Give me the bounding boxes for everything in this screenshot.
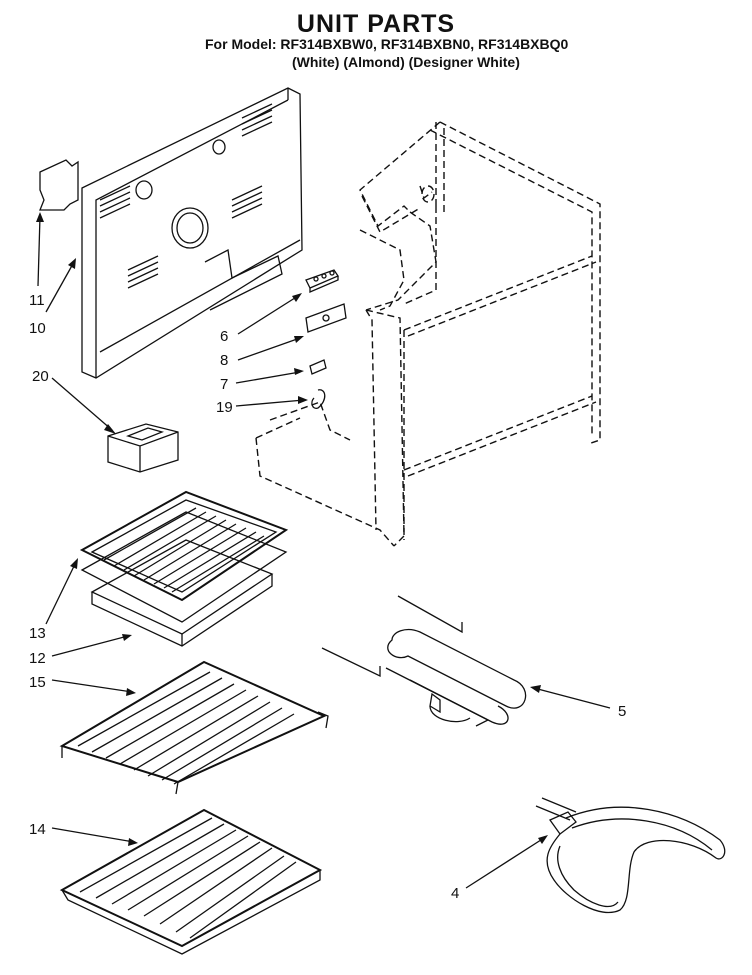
part-8-bracket [305, 303, 347, 333]
part-11-pad [39, 159, 79, 211]
part-20-box [107, 423, 179, 473]
callout-5: 5 [618, 703, 626, 720]
part-14-oven-rack [59, 808, 323, 955]
leader-lines [36, 212, 611, 889]
callout-14: 14 [29, 821, 46, 838]
oven-cabinet-outline [255, 121, 601, 547]
callout-7: 7 [220, 376, 228, 393]
callout-6: 6 [220, 328, 228, 345]
part-19-clip [311, 389, 326, 409]
part-4-broil-element [535, 797, 726, 914]
part-6-terminal-block [305, 269, 339, 293]
callout-15: 15 [29, 674, 46, 691]
callout-8: 8 [220, 352, 228, 369]
callout-13: 13 [29, 625, 46, 642]
part-15-oven-rack [59, 660, 329, 795]
part-13-broiler-grid [79, 490, 289, 602]
part-7-connector [309, 359, 327, 375]
page-title: UNIT PARTS [296, 10, 456, 38]
color-variants-line: (White) (Almond) (Designer White) [292, 54, 520, 70]
part-10-back-panel [81, 87, 303, 379]
model-numbers-line: For Model: RF314BXBW0, RF314BXBN0, RF314… [205, 36, 569, 52]
callout-19: 19 [216, 399, 233, 416]
callout-10: 10 [29, 320, 46, 337]
callout-11: 11 [29, 292, 45, 309]
callout-12: 12 [29, 650, 46, 667]
part-5-bake-element [321, 595, 527, 727]
callout-4: 4 [451, 885, 459, 902]
part-12-broiler-pan [80, 511, 288, 647]
callout-20: 20 [32, 368, 49, 385]
